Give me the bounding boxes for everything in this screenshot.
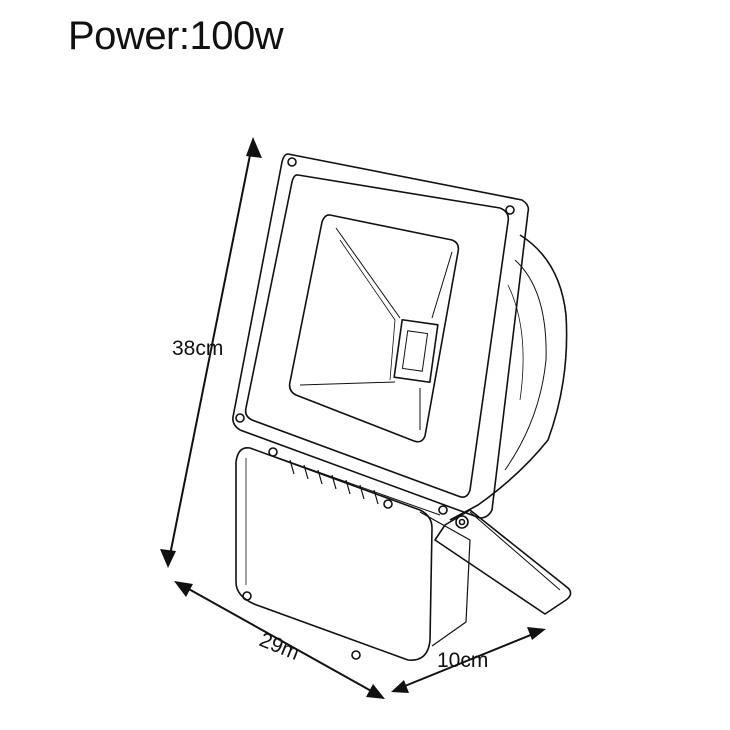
- arrow-right-icon: [366, 684, 385, 699]
- screw-icon: [438, 505, 448, 515]
- rear-housing: [449, 234, 568, 521]
- power-title: Power:100w: [68, 14, 284, 58]
- height-dimension-line: [167, 139, 254, 566]
- width-label: 29m: [256, 628, 303, 665]
- lens: [288, 214, 460, 443]
- rear-housing-edge: [504, 259, 547, 471]
- width-dimension-line: [177, 582, 383, 698]
- front-frame: [232, 153, 530, 519]
- screw-icon: [383, 499, 393, 509]
- depth-dimension-line: [394, 629, 544, 691]
- led-chip: [393, 318, 439, 384]
- arrow-down-icon: [160, 549, 176, 568]
- mounting-bracket: [434, 509, 572, 615]
- driver-box-side: [419, 511, 471, 647]
- driver-box: [235, 446, 433, 661]
- reflector-lines: [299, 227, 453, 430]
- screw-icon: [242, 591, 252, 601]
- arrow-right-icon: [527, 627, 546, 640]
- depth-label: 10cm: [437, 649, 488, 672]
- frame-bevel: [244, 174, 510, 498]
- screw-icon: [235, 413, 245, 423]
- arrow-left-icon: [391, 680, 409, 693]
- bracket-knob-icon: [455, 515, 469, 529]
- floodlight-illustration: [232, 153, 572, 661]
- screw-icon: [505, 205, 515, 215]
- arrow-left-icon: [174, 581, 193, 597]
- depth-dimension: 10cm: [391, 627, 546, 693]
- height-dimension: 38cm: [160, 137, 262, 568]
- height-label: 38cm: [172, 337, 223, 360]
- arrow-up-icon: [246, 137, 262, 158]
- screw-icon: [287, 157, 297, 167]
- screw-icon: [268, 447, 278, 457]
- screw-icon: [351, 650, 361, 660]
- cooling-fins: [289, 459, 379, 505]
